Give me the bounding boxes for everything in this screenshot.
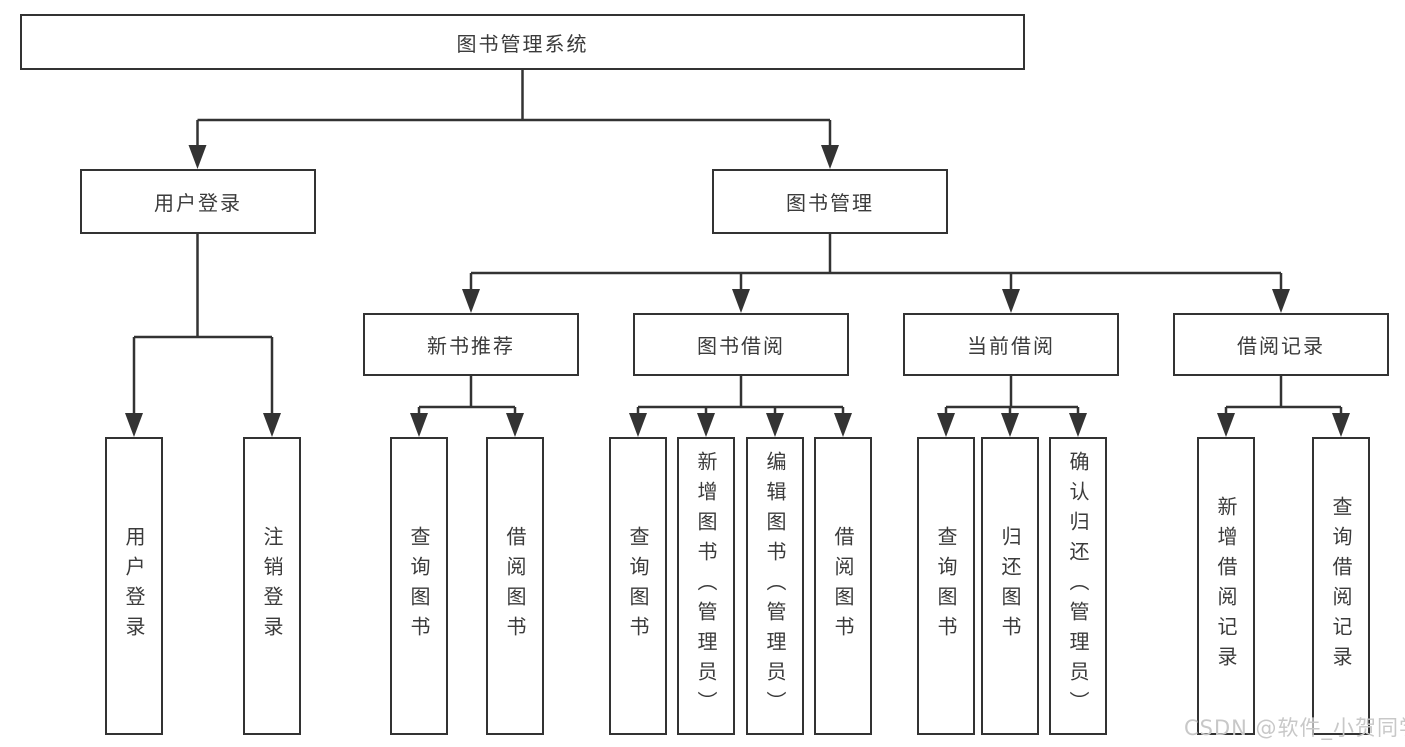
- leaf-query-books-current: 查询图书: [917, 437, 975, 735]
- leaf-query-books-recommend: 查询图书: [390, 437, 448, 735]
- node-label: 借阅图书: [831, 526, 855, 646]
- node-label: 用户登录: [122, 526, 146, 646]
- node-label: 确认归还（管理员）: [1066, 451, 1090, 721]
- leaf-edit-books-admin: 编辑图书（管理员）: [746, 437, 804, 735]
- leaf-user-login: 用户登录: [105, 437, 163, 735]
- leaf-borrow-books-recommend: 借阅图书: [486, 437, 544, 735]
- node-label: 图书管理: [786, 191, 874, 215]
- node-label: 借阅图书: [503, 526, 527, 646]
- node-label: 新书推荐: [427, 334, 515, 358]
- leaf-confirm-return-admin: 确认归还（管理员）: [1049, 437, 1107, 735]
- node-label: 借阅记录: [1237, 334, 1325, 358]
- leaf-return-books: 归还图书: [981, 437, 1039, 735]
- node-label: 查询图书: [407, 526, 431, 646]
- leaf-add-borrow-record: 新增借阅记录: [1197, 437, 1255, 735]
- node-user-login: 用户登录: [80, 169, 316, 234]
- node-label: 查询借阅记录: [1329, 496, 1353, 676]
- node-label: 注销登录: [260, 526, 284, 646]
- csdn-watermark: CSDN @软件_小贺同学: [1184, 716, 1405, 740]
- leaf-borrow-books: 借阅图书: [814, 437, 872, 735]
- node-label: 用户登录: [154, 191, 242, 215]
- node-label: 图书管理系统: [456, 31, 589, 56]
- node-current-borrow: 当前借阅: [903, 313, 1119, 376]
- node-book-management: 图书管理: [712, 169, 948, 234]
- node-borrow-records: 借阅记录: [1173, 313, 1389, 376]
- leaf-logout: 注销登录: [243, 437, 301, 735]
- node-label: 归还图书: [998, 526, 1022, 646]
- node-label: 图书借阅: [697, 334, 785, 358]
- node-label: 编辑图书（管理员）: [763, 451, 787, 721]
- node-label: 查询图书: [934, 526, 958, 646]
- node-label: 查询图书: [626, 526, 650, 646]
- node-label: 新增图书（管理员）: [694, 451, 718, 721]
- leaf-query-borrow-record: 查询借阅记录: [1312, 437, 1370, 735]
- node-new-book-recommend: 新书推荐: [363, 313, 579, 376]
- node-label: 新增借阅记录: [1214, 496, 1238, 676]
- node-label: 当前借阅: [967, 334, 1055, 358]
- node-root-system: 图书管理系统: [20, 14, 1025, 70]
- leaf-query-books-borrow: 查询图书: [609, 437, 667, 735]
- leaf-add-books-admin: 新增图书（管理员）: [677, 437, 735, 735]
- node-book-borrow: 图书借阅: [633, 313, 849, 376]
